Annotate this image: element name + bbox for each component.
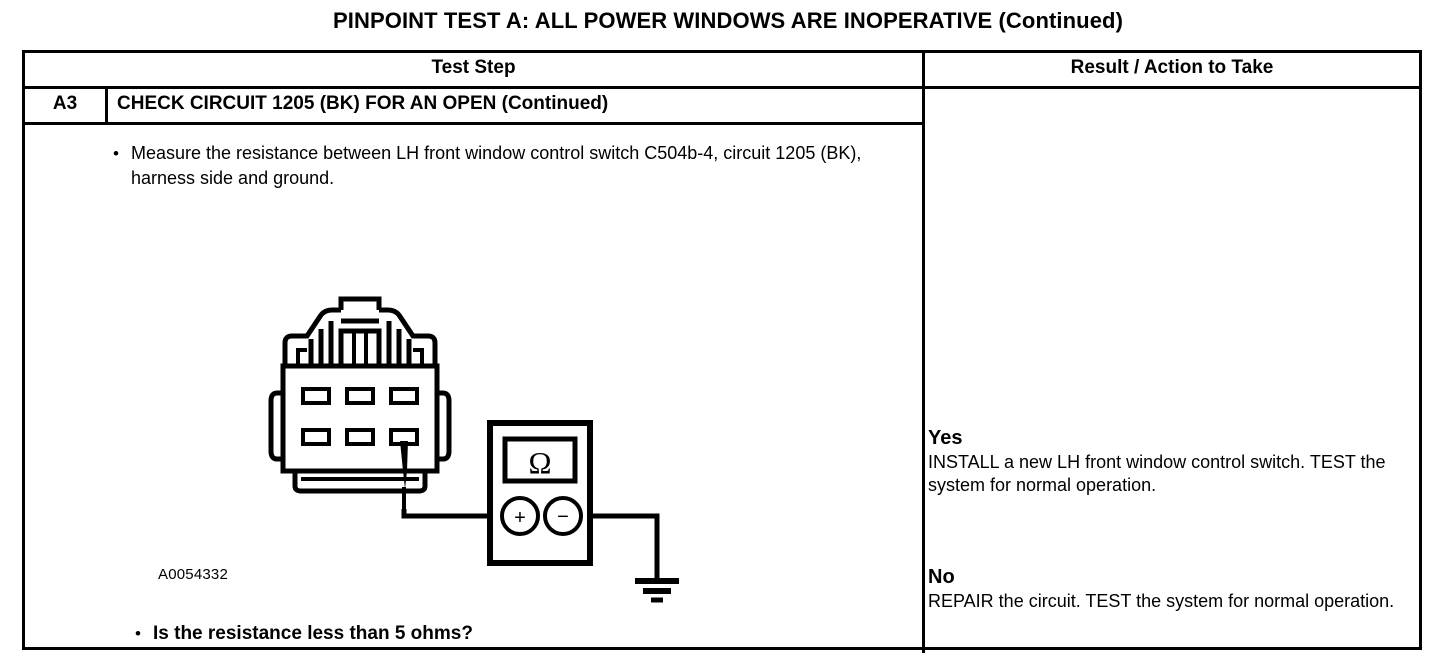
meter-display [502, 436, 578, 484]
cavity-r1c1 [301, 387, 331, 405]
step-title: CHECK CIRCUIT 1205 (BK) FOR AN OPEN (Con… [117, 93, 609, 114]
column-header-test-step: Test Step [431, 57, 516, 78]
bullet-dot-icon [135, 621, 153, 646]
column-header-result-action: Result / Action to Take [1070, 57, 1274, 78]
step-id-label: A3 [52, 93, 78, 114]
result-no-block: No REPAIR the circuit. TEST the system f… [928, 565, 1408, 613]
meter-positive-terminal [500, 496, 540, 536]
column-divider [922, 53, 925, 653]
step-id-divider [105, 89, 108, 122]
instruction-bullet: Measure the resistance between LH front … [113, 141, 883, 191]
result-yes-block: Yes INSTALL a new LH front window contro… [928, 426, 1408, 497]
pinpoint-test-table: Test Step Result / Action to Take A3 CHE… [22, 50, 1422, 653]
test-probe-icon [400, 441, 408, 513]
result-no-text: REPAIR the circuit. TEST the system for … [928, 591, 1395, 611]
header-row-divider [25, 86, 1419, 89]
cavity-r2c2 [345, 428, 375, 446]
cavity-r1c3 [389, 387, 419, 405]
ground-symbol-icon [635, 578, 679, 603]
result-yes-label: Yes [928, 427, 963, 449]
cavity-r2c1 [301, 428, 331, 446]
bullet-dot-icon [113, 141, 131, 166]
meter-ohm-symbol: Ω [528, 445, 551, 480]
connector-meter-schematic: Ω + − [268, 296, 679, 603]
instruction-text: Measure the resistance between LH front … [131, 143, 862, 188]
question-bullet: Is the resistance less than 5 ohms? [135, 621, 835, 646]
test-diagram: Ω + − [135, 203, 755, 603]
figure-id-label: A0054332 [158, 566, 229, 583]
connector-icon [268, 296, 452, 494]
result-yes-text: INSTALL a new LH front window control sw… [928, 452, 1386, 495]
page-title: PINPOINT TEST A: ALL POWER WINDOWS ARE I… [332, 8, 1124, 33]
meter-positive-label: + [514, 507, 526, 529]
probe-lead-wire [401, 509, 490, 519]
step-row-divider [25, 122, 922, 125]
result-no-label: No [928, 566, 955, 588]
meter-negative-label: − [557, 506, 569, 528]
cavity-r1c2 [345, 387, 375, 405]
meter-negative-terminal [543, 496, 583, 536]
ground-lead-wire [590, 513, 660, 581]
connector-cavities [301, 387, 419, 446]
multimeter-icon: Ω + − [487, 420, 593, 566]
question-text: Is the resistance less than 5 ohms? [153, 623, 473, 644]
